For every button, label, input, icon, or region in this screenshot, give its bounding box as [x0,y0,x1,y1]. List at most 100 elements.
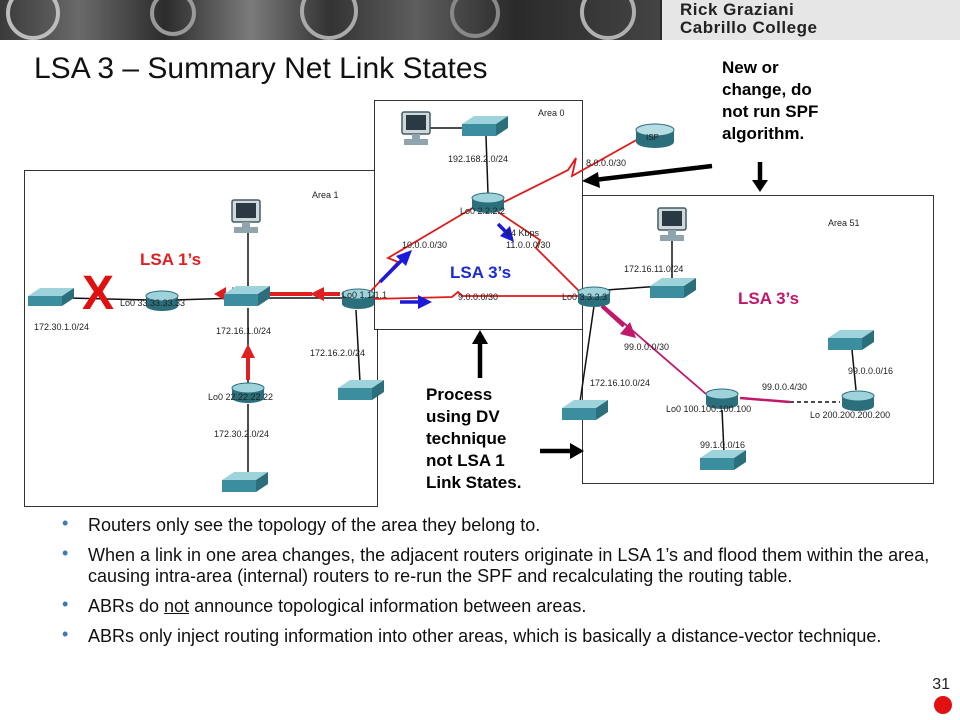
nav-dot[interactable] [934,696,952,714]
net-99-0: 99.0.0.0/30 [624,342,669,352]
callout-arrowhead-area51 [752,180,768,192]
router-isp [635,123,675,148]
router-1 [341,288,375,309]
pc-area0 [401,111,431,145]
link-sw0-r2 [485,135,489,195]
switch-99-0-16 [828,330,874,350]
callout-arrowhead-isp [582,172,600,188]
slide-title: LSA 3 – Summary Net Link States [34,52,488,85]
area1-label: Area 1 [312,190,339,200]
net-172-16-11: 172.16.11.0/24 [624,264,683,274]
lo-22: Lo0 22.22.22.22 [208,392,273,402]
switch-172-16-1 [224,286,270,306]
switch-99-1 [700,450,746,470]
net-172-16-1: 172.16.1.0/24 [216,326,271,336]
net-192-168-2: 192.168.2.0/24 [448,154,508,164]
callout-arrowhead-area0 [472,330,488,344]
callout-no-spf: New or change, do not run SPF algorithm. [722,58,819,143]
router-2 [471,192,505,213]
callout-arrowhead-area51-left [570,443,584,459]
lsa3-arrow-r2r3 [496,222,508,234]
callout-arrow-isp [593,163,713,183]
lo-100: Lo0 100.100.100.100 [666,404,751,414]
router-3 [577,286,611,307]
switch-172-30-2 [222,472,268,492]
flow-arrows [214,162,768,459]
net-8: 8.0.0.0/30 [586,158,626,168]
link-sw990-r200 [851,349,857,391]
page-number: 31 [932,676,950,693]
pc-area51 [657,207,687,241]
area0-label: Area 0 [538,108,565,118]
switch-172-30-1 [28,288,74,306]
switch-192-168-2 [462,116,508,136]
callout-dv-technique: Process using DV technique not LSA 1 Lin… [426,385,522,492]
lo-3: Lo0 3.3.3.3 [562,292,607,302]
lsa1-arrowhead-up [241,344,255,358]
header-banner: Rick Graziani Cabrillo College [0,0,960,40]
switch-172-16-11 [650,278,696,298]
net-10: 10.0.0.0/30 [402,240,447,250]
link-sw30-r33 [67,297,151,301]
net-99-0-4: 99.0.0.4/30 [762,382,807,392]
link-r100-sw99 [721,409,725,453]
lo-1: Lo0 1.1.1.1 [342,290,387,300]
lo-200: Lo 200.200.200.200 [810,410,890,420]
lsa3-arrowhead-r2r3 [500,226,514,242]
bullet-list: Routers only see the topology of the are… [62,513,942,656]
net-9: 9.0.0.0/30 [458,292,498,302]
lsa3-area51-label: LSA 3’s [738,289,800,308]
router-200 [841,390,875,411]
bullet-text: announce topological information between… [189,596,587,616]
lsa3-arrowhead-r1r3 [418,295,432,309]
bullet-item: ABRs only inject routing information int… [62,624,942,647]
link-r2-r3 [497,211,583,295]
link-r3-sw10 [579,305,595,403]
lsa3-area0-label: LSA 3’s [450,263,512,282]
lo-2: Lo0 2.2.2.2 [460,206,505,216]
switch-172-16-2 [338,380,384,400]
switch-172-16-10 [562,400,608,420]
net-99-0-0-16: 99.0.0.0/16 [848,366,893,376]
net-172-30-1: 172.30.1.0/24 [34,322,89,332]
router-100 [705,388,739,409]
brand-name: Rick Graziani [680,0,795,19]
x-mark: X [82,267,115,320]
area1-box [24,170,378,507]
area51-box [582,195,934,484]
net-172-16-2: 172.16.2.0/24 [310,348,365,358]
lsa3-arrow-r1r2 [378,256,406,284]
bullet-item: When a link in one area changes, the adj… [62,543,942,587]
lsa3-arrow-area51 [600,304,626,328]
banner-brand-box [662,0,960,40]
net-172-30-2: 172.30.2.0/24 [214,429,269,439]
net-11: 11.0.0.0/30 [506,240,550,250]
router-33 [145,290,179,311]
banner-photo [0,0,660,40]
link-r100-r200 [739,396,791,404]
link-r1-r3 [371,290,582,300]
bullet-item: Routers only see the topology of the are… [62,513,942,536]
brand-school: Cabrillo College [680,18,818,37]
area51-label: Area 51 [828,218,860,228]
lsa1-arrowhead-x [214,287,226,301]
link-r2-isp [499,137,641,205]
net-172-16-10: 172.16.10.0/24 [590,378,650,388]
lsa1-label: LSA 1’s [140,250,202,269]
bullet-emphasis: not [164,596,190,616]
lsa3-arrowhead-area51 [620,322,636,338]
router-22 [231,382,265,403]
bullet-text: ABRs do [88,596,165,616]
bullet-item: ABRs do not announce topological informa… [62,594,942,617]
lsa1-arrowhead-left [310,287,324,301]
net-99-1: 99.1.0.0/16 [700,440,745,450]
link-r1-sw2 [355,309,361,383]
area0-box [374,100,583,330]
devices [28,111,875,492]
pc-area1 [231,199,261,233]
lo-33: Lo0 33.33.33.33 [120,298,185,308]
isp-label: ISP [646,133,659,142]
speed-label: 64 Kbps [506,228,540,238]
lsa3-arrowhead-r1r2 [396,250,412,266]
